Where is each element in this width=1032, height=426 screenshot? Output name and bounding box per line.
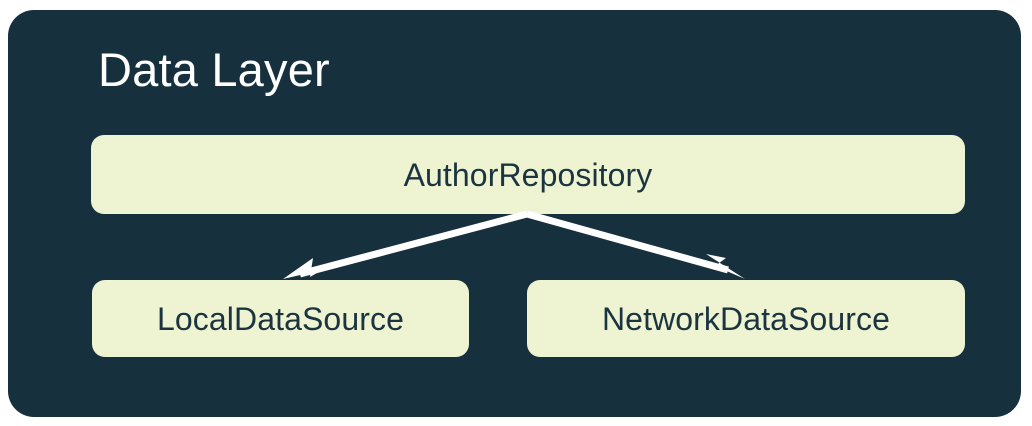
node-local-data-source[interactable]: LocalDataSource bbox=[92, 280, 469, 357]
node-label-local-data-source: LocalDataSource bbox=[157, 300, 404, 337]
node-author-repository[interactable]: AuthorRepository bbox=[91, 135, 965, 214]
node-network-data-source[interactable]: NetworkDataSource bbox=[527, 280, 965, 357]
page-title: Data Layer bbox=[98, 43, 330, 96]
node-label-author-repository: AuthorRepository bbox=[403, 156, 653, 193]
node-label-network-data-source: NetworkDataSource bbox=[601, 300, 891, 337]
